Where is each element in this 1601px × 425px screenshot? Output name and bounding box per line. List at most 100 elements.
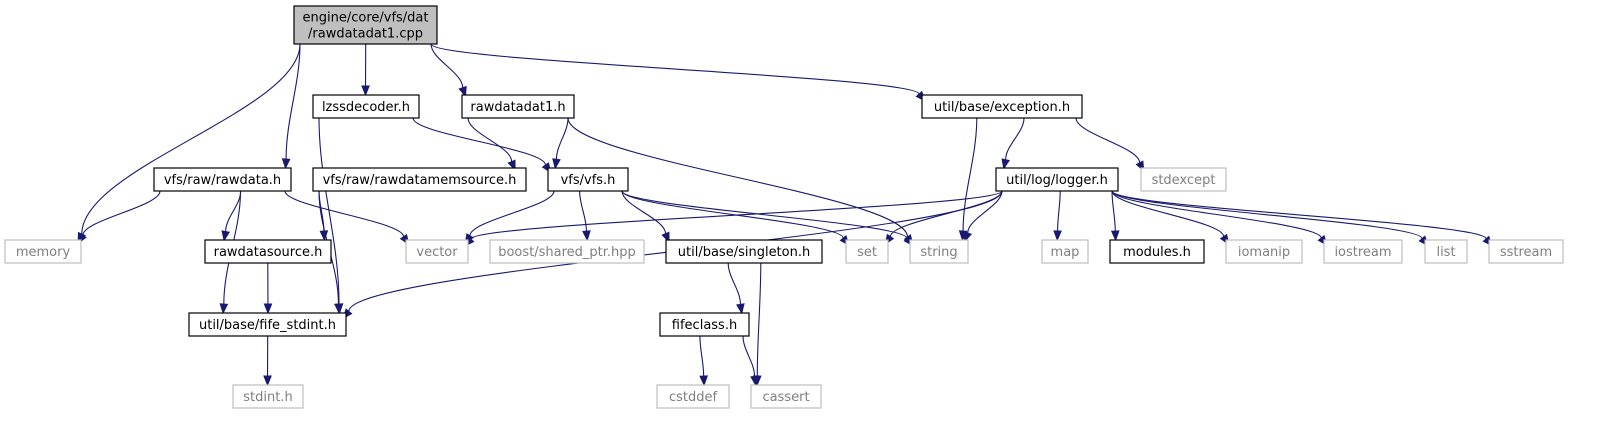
edge-logger-to-list	[1111, 190, 1429, 247]
edge-line	[579, 190, 588, 232]
edge-line	[756, 262, 762, 377]
edge-line	[555, 117, 569, 160]
node-box	[461, 94, 575, 119]
node-iostream: iostream	[1323, 239, 1403, 264]
edge-arrowhead	[736, 303, 745, 315]
node-box	[665, 239, 823, 264]
node-label: cstddef	[669, 390, 718, 405]
edge-rawdatasource-to-fife_stdint	[263, 262, 273, 315]
node-label: engine/core/vfs/dat	[303, 11, 429, 26]
edge-line	[470, 190, 1003, 240]
edge-vfs-to-singleton	[621, 190, 670, 244]
node-fife_stdint[interactable]: util/base/fife_stdint.h	[188, 312, 347, 337]
node-box	[293, 5, 438, 45]
edge-arrowhead	[361, 85, 370, 97]
node-modules[interactable]: modules.h	[1109, 239, 1205, 264]
edge-line	[1005, 117, 1025, 160]
node-lzssdecoder[interactable]: lzssdecoder.h	[312, 94, 420, 119]
edge-arrowhead	[334, 303, 343, 315]
node-rawdatasource[interactable]: rawdatasource.h	[204, 239, 332, 264]
edge-logger-to-string	[963, 190, 1003, 243]
node-box	[547, 167, 629, 192]
node-exception[interactable]: util/base/exception.h	[921, 94, 1083, 119]
node-label: vfs/vfs.h	[561, 173, 616, 188]
edge-rawdatadat1h-to-vfs	[552, 117, 569, 170]
node-label: util/log/logger.h	[1006, 173, 1108, 188]
edge-line	[742, 335, 756, 377]
node-box	[1109, 239, 1205, 264]
node-box	[153, 167, 292, 192]
node-shared_ptr: boost/shared_ptr.hpp	[489, 239, 645, 264]
edge-arrowhead	[281, 158, 291, 170]
edge-singleton-to-fifeclass	[727, 262, 745, 315]
node-label: rawdatasource.h	[214, 245, 323, 260]
node-iomanip: iomanip	[1225, 239, 1303, 264]
node-string: string	[909, 239, 969, 264]
edge-line	[82, 190, 161, 236]
node-box	[1323, 239, 1403, 264]
edge-rawdata-to-rawdatasource	[221, 190, 242, 242]
node-map: map	[1041, 239, 1089, 264]
node-cstddef: cstddef	[656, 384, 730, 409]
edge-arrowhead	[263, 303, 273, 315]
node-box	[312, 94, 420, 119]
node-label: rawdatadat1.h	[470, 100, 565, 115]
edge-line	[1111, 190, 1322, 239]
edge-line	[430, 43, 920, 95]
node-label: map	[1051, 245, 1080, 260]
node-list: list	[1424, 239, 1468, 264]
edge-line	[1111, 190, 1487, 240]
edge-line	[81, 43, 301, 235]
node-label: stdexcept	[1152, 173, 1216, 188]
node-label: util/base/exception.h	[934, 100, 1070, 115]
node-label: memory	[16, 245, 71, 260]
node-box	[921, 94, 1083, 119]
node-label: stdint.h	[243, 390, 292, 405]
node-rawdatadat1h[interactable]: rawdatadat1.h	[461, 94, 575, 119]
node-box	[1140, 167, 1227, 192]
node-box	[659, 312, 750, 337]
edge-arrowhead	[552, 158, 561, 170]
edge-arrowhead	[750, 375, 759, 387]
edge-line	[318, 117, 340, 305]
node-label: lzssdecoder.h	[322, 100, 410, 115]
edge-fife_stdint-to-stdint	[263, 335, 272, 387]
node-box	[1424, 239, 1468, 264]
edge-line	[225, 190, 242, 232]
edge-line	[467, 117, 513, 162]
graph-nodes: engine/core/vfs/dat/rawdatadat1.cpp lzssd…	[4, 5, 1564, 409]
node-label: /rawdatadat1.cpp	[308, 27, 423, 42]
node-label: boost/shared_ptr.hpp	[498, 245, 636, 260]
edge-line	[727, 262, 741, 305]
node-rawdatamemsource[interactable]: vfs/raw/rawdatamemsource.h	[312, 167, 527, 192]
node-singleton[interactable]: util/base/singleton.h	[665, 239, 823, 264]
edge-arrowhead	[1053, 230, 1062, 242]
edge-arrowhead	[221, 230, 230, 242]
edge-root-to-exception	[430, 43, 926, 102]
node-box	[188, 312, 347, 337]
edge-exception-to-stdexcept	[1075, 117, 1145, 173]
node-label: set	[857, 245, 877, 260]
edge-rawdatamemsource-to-rawdatasource	[318, 190, 329, 242]
edge-fifeclass-to-cassert	[742, 335, 759, 387]
edge-line	[430, 43, 464, 88]
edge-arrowhead	[1001, 158, 1010, 170]
edge-vfs-to-set	[621, 190, 850, 247]
edge-logger-to-set	[884, 190, 1003, 246]
edge-fifeclass-to-cstddef	[699, 335, 708, 387]
node-box	[995, 167, 1119, 192]
node-root[interactable]: engine/core/vfs/dat/rawdatadat1.cpp	[293, 5, 438, 45]
node-rawdata[interactable]: vfs/raw/rawdata.h	[153, 167, 292, 192]
node-box	[232, 384, 304, 409]
node-label: string	[920, 245, 957, 260]
node-fifeclass[interactable]: fifeclass.h	[659, 312, 750, 337]
edge-arrowhead	[263, 375, 272, 387]
node-box	[845, 239, 889, 264]
node-stdexcept: stdexcept	[1140, 167, 1227, 192]
node-label: cassert	[762, 390, 809, 405]
node-vfs[interactable]: vfs/vfs.h	[547, 167, 629, 192]
node-logger[interactable]: util/log/logger.h	[995, 167, 1119, 192]
node-label: list	[1436, 245, 1455, 260]
node-label: vfs/raw/rawdata.h	[164, 173, 281, 188]
